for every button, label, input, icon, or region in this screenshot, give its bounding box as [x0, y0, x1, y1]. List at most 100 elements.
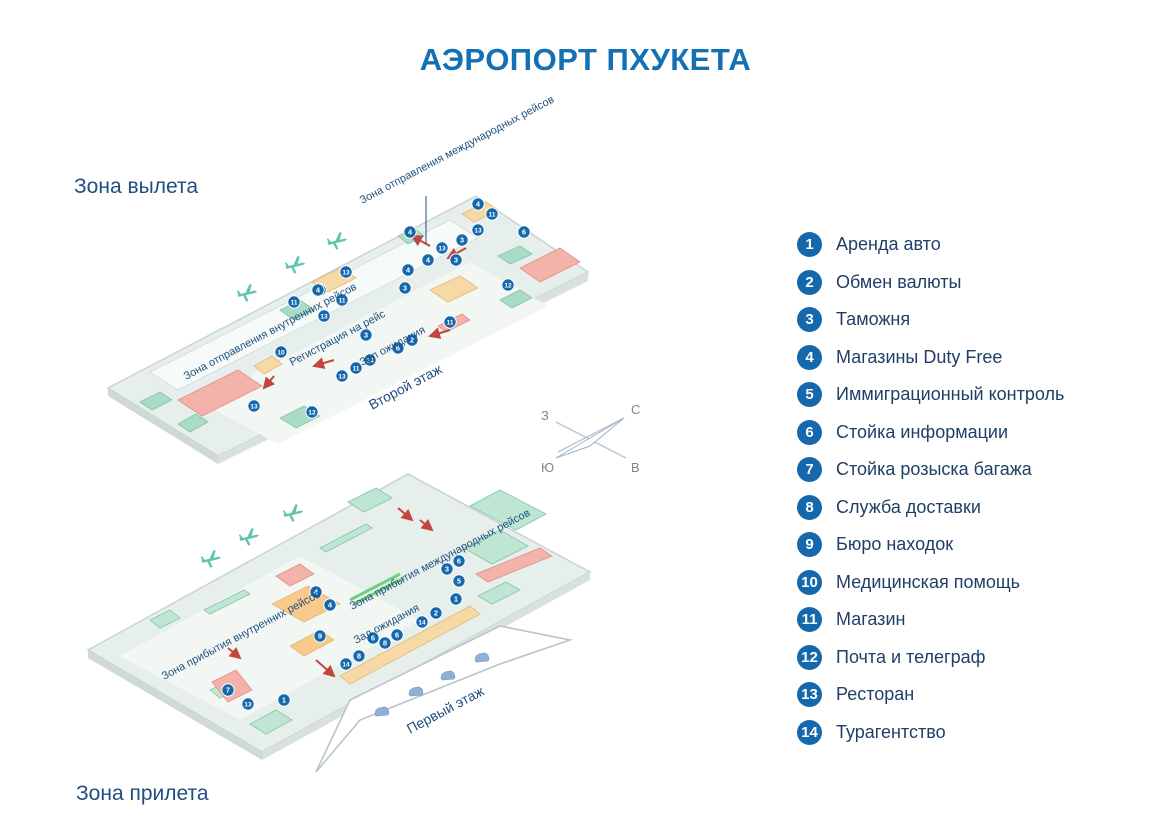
map-marker-number: 13: [244, 702, 252, 709]
map-marker-circle: [471, 223, 485, 237]
legend-label: Стойка информации: [836, 421, 1009, 442]
compass-west: З: [541, 408, 549, 423]
map-marker-circle: [398, 281, 412, 295]
plane-icon: [236, 284, 258, 302]
legend-number-badge: 2: [797, 269, 822, 295]
compass-east: В: [631, 460, 640, 475]
map-marker-circle: [403, 225, 417, 239]
baggage-belt: [319, 523, 373, 553]
baggage-belt: [203, 589, 251, 615]
second-floor-front-wall: [108, 388, 218, 464]
legend-number-badge: 1: [797, 232, 822, 258]
map-marker-circle: [405, 333, 419, 347]
map-marker-number: 8: [357, 652, 361, 661]
map-marker-circle: [471, 197, 485, 211]
map-marker-circle: [335, 293, 349, 307]
map-marker-circle: [335, 369, 349, 383]
map-marker-number: 13: [320, 314, 328, 321]
legend-label: Обмен валюты: [836, 271, 962, 292]
map-marker: 4: [309, 585, 323, 599]
map-marker-circle: [429, 606, 443, 620]
map-marker: 2: [405, 333, 419, 347]
first-floor-markers: 6351441429681414687131: [221, 554, 466, 711]
map-marker-circle: [378, 636, 392, 650]
plane-icon: [200, 550, 222, 568]
map-marker: 12: [305, 405, 319, 419]
map-marker: 13: [241, 697, 255, 711]
map-marker-number: 4: [426, 256, 431, 265]
map-marker-number: 11: [339, 298, 346, 305]
service-block: [149, 609, 181, 629]
map-marker: 6: [390, 628, 404, 642]
map-marker-number: 13: [250, 404, 258, 411]
map-marker: 11: [485, 207, 499, 221]
map-marker-circle: [443, 315, 457, 329]
page-title: АЭРОПОРТ ПХУКЕТА: [419, 42, 752, 77]
map-marker-circle: [313, 629, 327, 643]
map-marker: 13: [335, 369, 349, 383]
departure-zone-title: Зона вылета: [74, 175, 199, 198]
map-marker-number: 3: [460, 236, 464, 245]
legend-number-badge: 5: [797, 382, 822, 408]
map-marker: 8: [352, 649, 366, 663]
map-marker-circle: [391, 341, 405, 355]
map-marker-number: 13: [338, 374, 346, 381]
service-block: [463, 529, 529, 565]
map-marker: 3: [359, 328, 373, 342]
map-marker-circle: [415, 615, 429, 629]
compass-south: Ю: [541, 460, 554, 475]
compass-north: С: [631, 402, 640, 417]
map-marker-number: 13: [438, 246, 446, 253]
map-marker-number: 6: [457, 557, 461, 566]
map-marker-number: 4: [328, 601, 333, 610]
map-marker-number: 2: [434, 609, 438, 618]
map-marker: 1: [277, 693, 291, 707]
map-marker: 4: [421, 253, 435, 267]
map-marker: 9: [313, 629, 327, 643]
map-marker: 1: [449, 592, 463, 606]
service-block: [499, 289, 533, 309]
first-floor-front-wall: [88, 650, 262, 760]
plane-icon: [282, 504, 304, 522]
second-floor-plan: 4111364313343431213411111331110261411131…: [106, 93, 590, 464]
service-block: [477, 581, 521, 605]
shop-block: [253, 355, 283, 375]
direction-arrow: [262, 375, 276, 390]
map-marker: 14: [415, 615, 429, 629]
map-marker-circle: [449, 253, 463, 267]
legend-label: Аренда авто: [836, 234, 941, 255]
map-marker-circle: [401, 263, 415, 277]
map-marker: 13: [317, 309, 331, 323]
map-marker-number: 13: [342, 270, 350, 277]
map-marker-circle: [449, 592, 463, 606]
legend-item: 2 Обмен валюты: [797, 264, 1157, 302]
map-marker: 3: [440, 562, 454, 576]
map-marker-number: 1: [282, 696, 286, 705]
map-marker-number: 4: [408, 228, 413, 237]
map-marker-circle: [349, 361, 363, 375]
map-marker-number: 12: [504, 283, 512, 290]
map-marker: 4: [401, 263, 415, 277]
map-marker: 4: [311, 283, 325, 297]
legend-label: Турагентство: [836, 721, 946, 742]
legend-number-badge: 11: [797, 607, 822, 633]
legend-number-badge: 3: [797, 307, 822, 333]
map-marker-circle: [435, 241, 449, 255]
map-marker-number: 7: [226, 686, 230, 695]
map-marker-number: 3: [364, 331, 368, 340]
map-marker-circle: [421, 253, 435, 267]
map-marker-circle: [221, 683, 235, 697]
airport-map: 4111364313343431213411111331110261411131…: [86, 93, 640, 773]
map-marker: 5: [452, 574, 466, 588]
map-marker-circle: [241, 697, 255, 711]
map-marker-circle: [323, 598, 337, 612]
legend-number-badge: 10: [797, 569, 822, 595]
